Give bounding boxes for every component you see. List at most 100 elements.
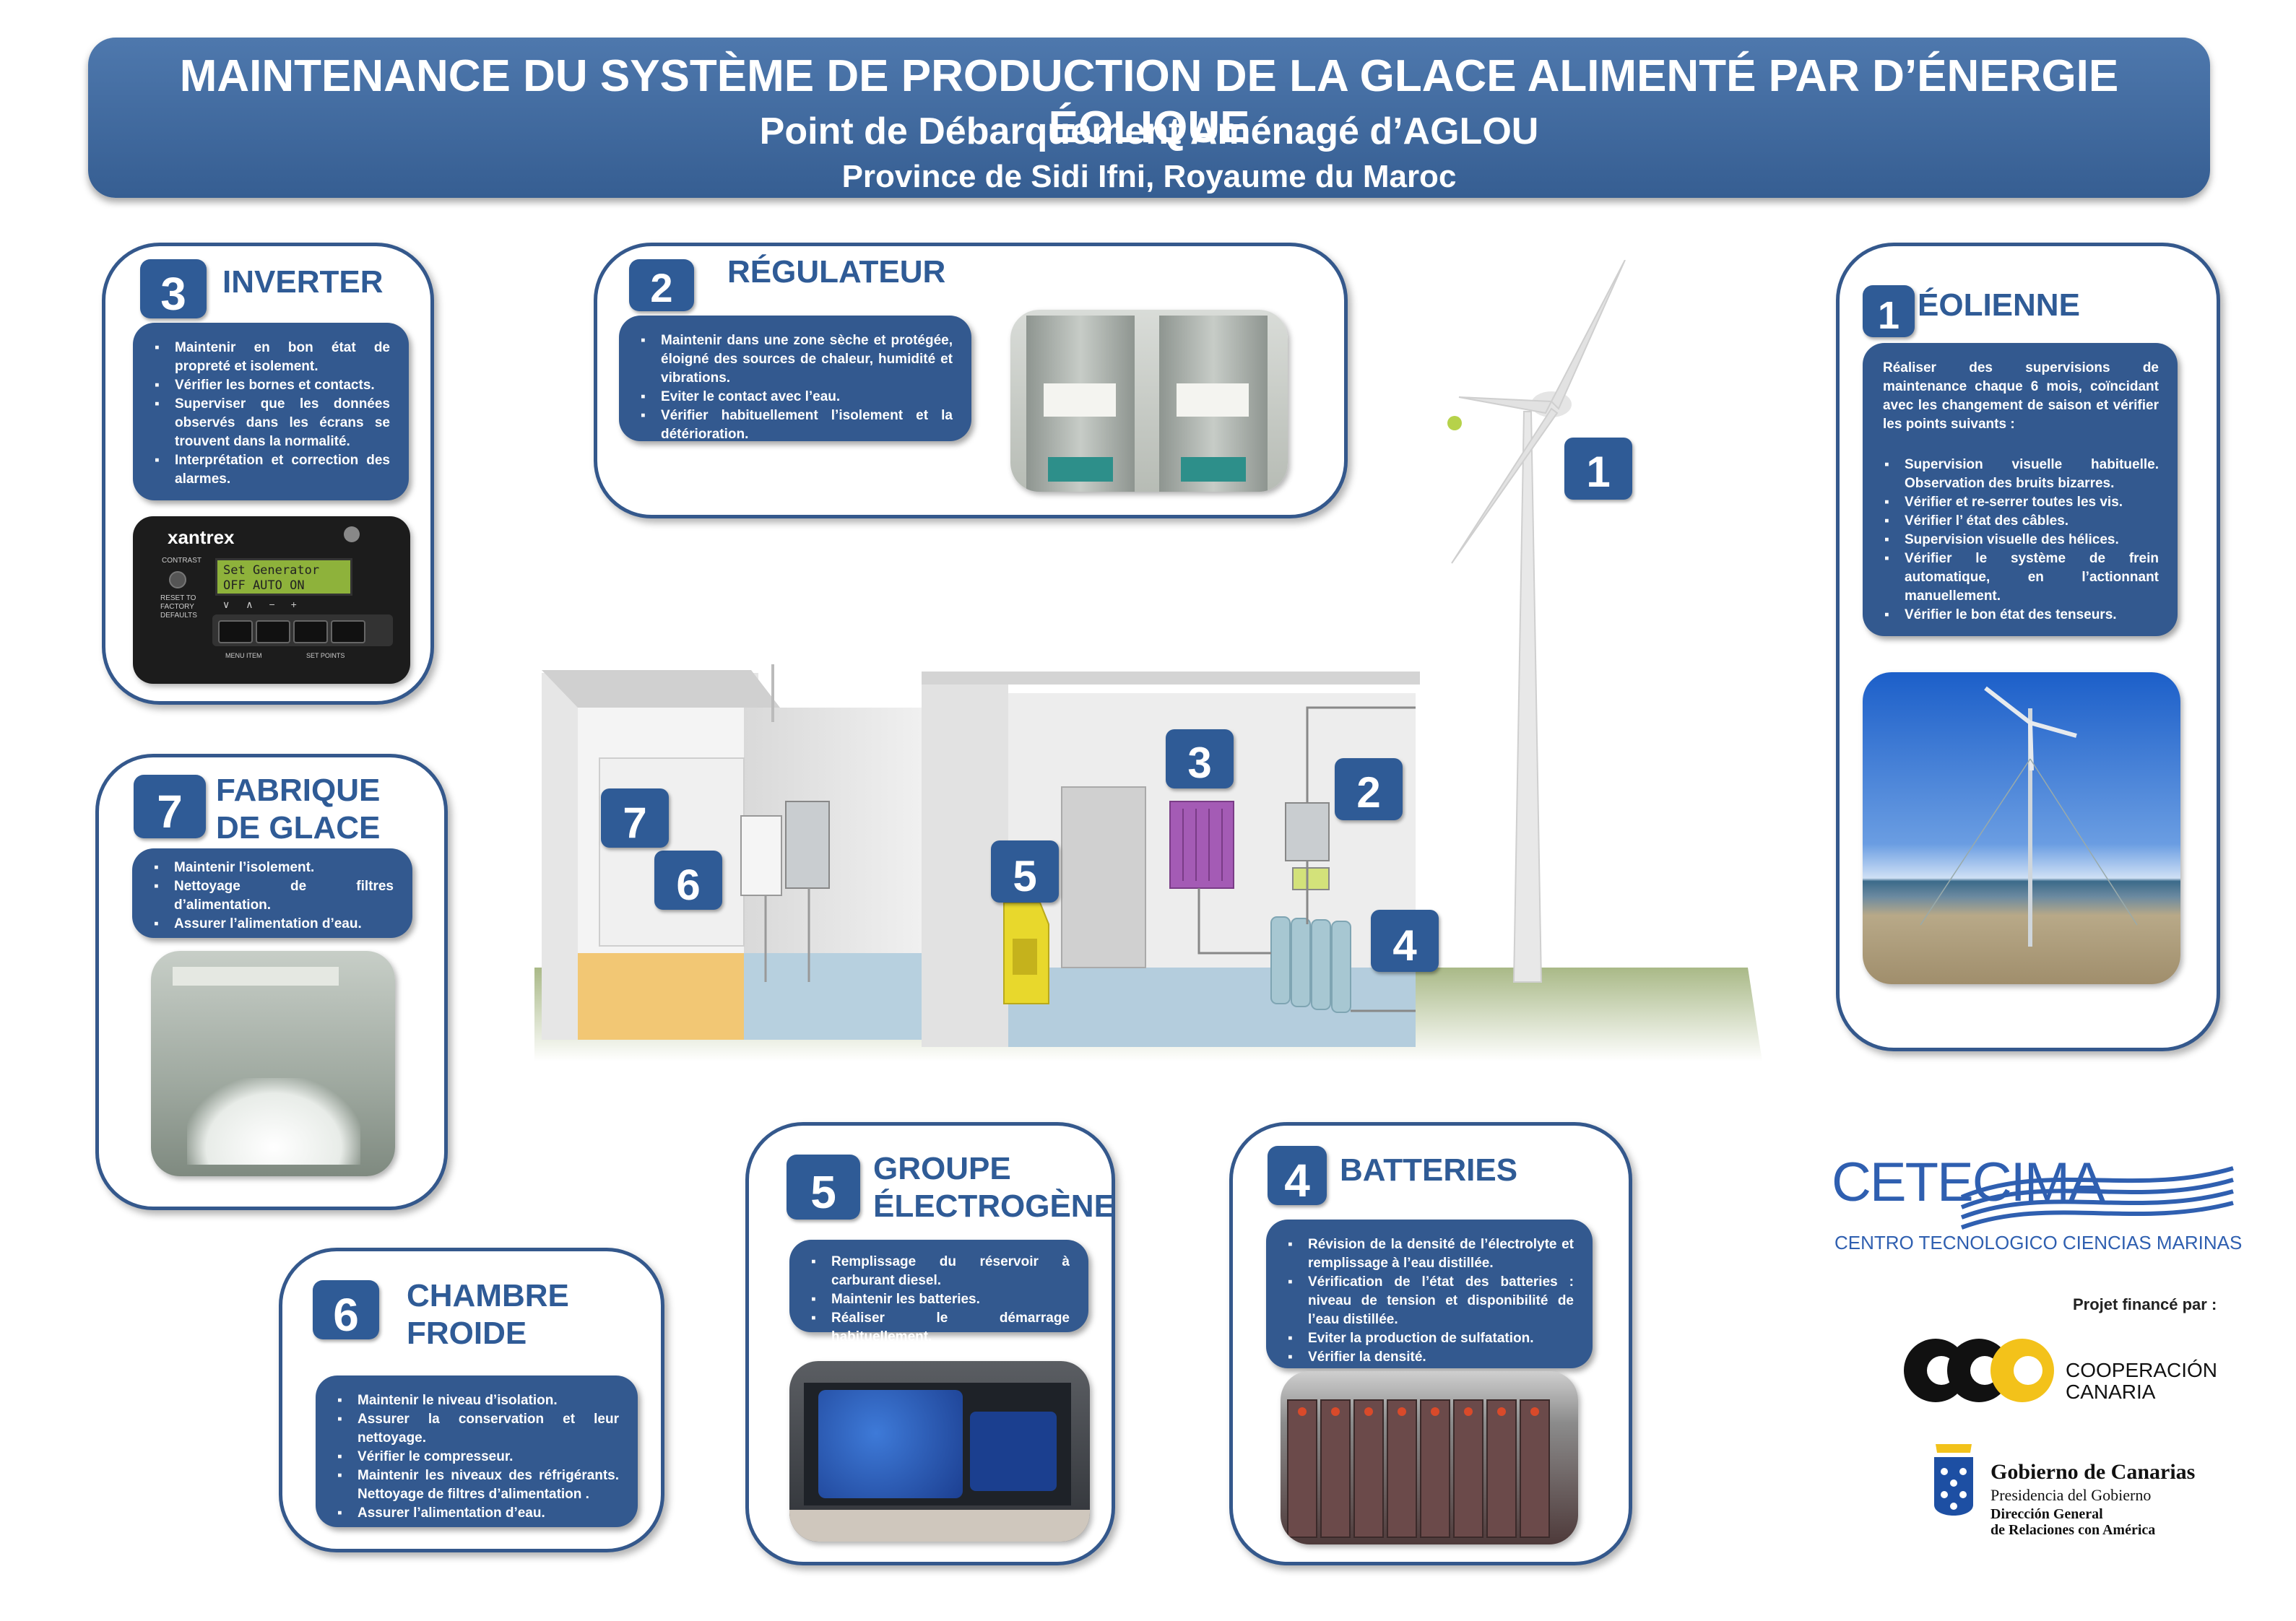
list-item: Interprétation et correction des alarmes… [155,451,390,489]
generator-floor [789,1510,1090,1542]
lcd-line-1: Set Generator [223,563,320,578]
tech-building-left-wall [922,679,1008,1047]
generator-panel [1013,939,1037,975]
card-chambre: 6 CHAMBRE FROIDE Maintenir le niveau d’i… [279,1248,664,1552]
list-item: Maintenir dans une zone sèche et protégé… [641,331,953,388]
list-item: Eviter le contact avec l’eau. [641,388,953,407]
gobierno-canarias-logo: Gobierno de Canarias Presidencia del Gob… [1928,1435,2232,1544]
cooperacion-canaria-logo: COOPERACIÓN CANARIA [1899,1334,2224,1414]
wave-icon [1960,1166,2234,1230]
diagram-label-6: 6 [654,851,722,910]
list-item: Vérifier le système de frein automatique… [1884,549,2159,606]
list-item: Maintenir l’isolement. [154,859,394,877]
compressor-box [785,801,830,889]
battery-bank [1270,916,1351,1013]
installation-diagram [534,260,1762,1061]
bullets-regulateur: Maintenir dans une zone sèche et protégé… [619,316,971,444]
cetecima-fullname: CENTRO TECNOLOGICO CIENCIAS MARINAS [1834,1232,2243,1253]
card-inverter: 3 INVERTER Maintenir en bon état de prop… [102,243,434,705]
keypad-button[interactable] [293,620,328,643]
list-item: Maintenir les niveaux des réfrigérants. … [337,1466,619,1504]
list-item: Supervision visuelle habituelle. Observa… [1884,456,2159,493]
list-item: Superviser que les données observés dans… [155,395,390,451]
section-number-groupe: 5 [787,1155,860,1220]
list-item: Vérifier les bornes et contacts. [155,376,390,395]
regulator-box [1285,802,1330,861]
list-item: Vérifier l’ état des câbles. [1884,512,2159,531]
list-item: Vérifier la densité. [1288,1348,1574,1367]
presidencia-label: Presidencia del Gobierno [1990,1486,2152,1504]
inverter-box [1169,801,1234,889]
list-item: Assurer l’alimentation d’eau. [337,1504,619,1523]
direccion-line-1: Dirección General [1990,1506,2103,1522]
section-number-chambre: 6 [313,1280,379,1341]
battery-cells-icon [1287,1399,1550,1538]
bullets-chambre: Maintenir le niveau d’isolation. Assurer… [316,1376,638,1527]
left-building-floor [578,953,758,1040]
fabrique-photo [151,951,395,1176]
list-item: Nettoyage de filtres d’alimentation. [154,877,394,915]
regulateur-photo [1010,310,1288,492]
tech-building-floor [1008,968,1416,1047]
keypad-button[interactable] [331,620,365,643]
list-item: Maintenir le niveau d’isolation. [337,1391,619,1410]
list-item: Assurer l’alimentation d’eau. [154,915,394,934]
list-item: Réaliser le démarrage habituellement. [811,1309,1070,1347]
list-item: Supervision visuelle des hélices. [1884,531,2159,549]
funded-by-label: Projet financé par : [2073,1295,2217,1313]
direccion-line-2: de Relaciones con América [1990,1522,2156,1538]
poster-header: MAINTENANCE DU SYSTÈME DE PRODUCTION DE … [88,38,2210,198]
bullets-fabrique: Maintenir l’isolement. Nettoyage de filt… [132,848,412,938]
keypad-button[interactable] [256,620,290,643]
arrow-buttons-icon: ∨∧−+ [222,599,313,610]
regulator-sticker [1177,383,1249,417]
diagram-label-7: 7 [601,788,669,848]
cetecima-logo: CETECIMA CENTRO TECNOLOGICO CIENCIAS MAR… [1832,1147,2242,1262]
list-item: Vérifier habituellement l’isolement et l… [641,407,953,444]
list-item: Assurer la conservation et leur nettoyag… [337,1410,619,1448]
diagram-label-4: 4 [1371,910,1439,972]
section-number-regulateur: 2 [629,259,694,311]
list-item: Vérification de l’état des batteries : n… [1288,1273,1574,1329]
list-item: Maintenir les batteries. [811,1290,1070,1309]
left-building-roof [542,670,780,708]
section-title-regulateur: RÉGULATEUR [727,254,946,290]
keypad [212,614,393,646]
inverter-photo: xantrex CONTRAST RESET TO FACTORY DEFAUL… [133,516,410,684]
tech-building-roof-edge [922,672,1420,685]
xantrex-brand: xantrex [168,526,235,548]
diagram-label-2: 2 [1335,758,1403,820]
list-item: Vérifier et re-serrer toutes les vis. [1884,493,2159,512]
generator-engine [818,1390,963,1498]
ice-machine-bar [173,967,339,986]
left-room-back [744,708,939,953]
knob-icon [344,526,360,542]
list-item: Révision de la densité de l’électrolyte … [1288,1235,1574,1273]
card-fabrique: 7 FABRIQUE DE GLACE Maintenir l’isolemen… [95,754,448,1210]
section-number-inverter: 3 [140,259,207,320]
section-number-eolienne: 1 [1863,285,1915,337]
bullets-groupe: Remplissage du réservoir à carburant die… [789,1240,1088,1344]
lcd-display: Set Generator OFF AUTO ON [215,558,352,596]
gobierno-name: Gobierno de Canarias [1990,1460,2196,1484]
eolienne-intro: Réaliser des supervisions de maintenance… [1883,360,2159,432]
section-title-chambre: CHAMBRE FROIDE [407,1278,569,1351]
list-item: Remplissage du réservoir à carburant die… [811,1253,1070,1290]
regulator-sticker [1044,383,1116,417]
card-groupe: 5 GROUPE ÉLECTROGÈNE Remplissage du rése… [745,1122,1115,1565]
inverter-vents [1182,809,1223,881]
batteries-photo [1281,1371,1578,1544]
cooperacion-line-2: CANARIA [2066,1381,2156,1403]
list-item: Vérifier le bon état des tenseurs. [1884,606,2159,625]
diagram-label-1: 1 [1564,438,1632,500]
regulator-display [1048,457,1113,482]
eolienne-photo [1863,672,2180,984]
regulator-unit-left [1026,316,1135,492]
ice-pile [187,1078,360,1165]
section-title-batteries: BATTERIES [1340,1152,1518,1188]
keypad-button[interactable] [218,620,253,643]
set-points-label: SET POINTS [306,652,345,659]
section-title-eolienne: ÉOLIENNE [1918,287,2080,323]
wind-turbine [1447,260,1626,983]
list-item: Eviter la production de sulfatation. [1288,1329,1574,1348]
